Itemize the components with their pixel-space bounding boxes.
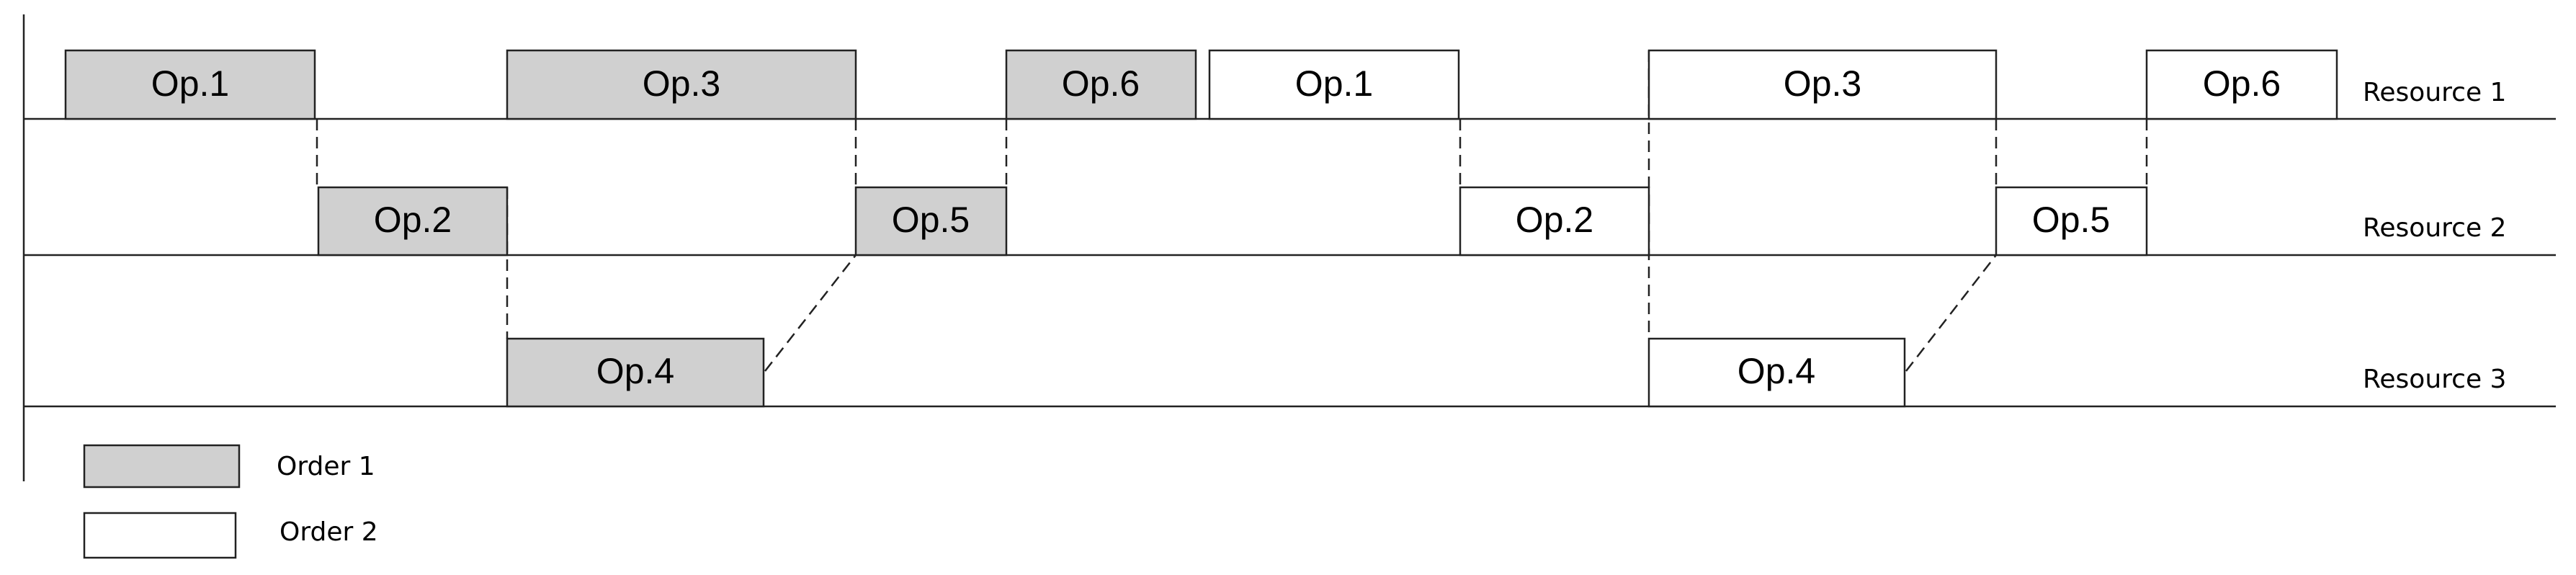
dependency-line [1905, 254, 1997, 372]
op-box-order2-op4: Op.4 [1647, 337, 1906, 408]
op-label: Op.1 [151, 63, 229, 104]
op-box-order1-op6: Op.6 [1005, 49, 1197, 120]
op-label: Op.3 [643, 63, 720, 104]
op-box-rect [506, 49, 857, 120]
legend: Order 1 Order 2 [83, 444, 378, 559]
legend-item-order-1: Order 1 [83, 444, 375, 489]
op-box-rect [1005, 49, 1197, 120]
op-label: Op.6 [1062, 63, 1140, 104]
op-label: Op.3 [1784, 63, 1861, 104]
op-box-order2-op3: Op.3 [1647, 49, 1998, 120]
op-box-order1-op1: Op.1 [64, 49, 316, 120]
dependency-line [764, 254, 857, 372]
op-box-order1-op3: Op.3 [506, 49, 857, 120]
op-box-rect [854, 186, 1008, 257]
legend-swatch-order-1 [83, 444, 241, 489]
op-box-order2-op2: Op.2 [1459, 186, 1650, 257]
op-label: Op.4 [1738, 351, 1815, 391]
op-label: Op.5 [2032, 200, 2110, 240]
op-label: Op.5 [892, 200, 970, 240]
op-box-rect [1995, 186, 2148, 257]
op-box-order1-op2: Op.2 [317, 186, 509, 257]
op-box-rect [317, 186, 509, 257]
op-box-order2-op1: Op.1 [1208, 49, 1460, 120]
op-box-rect [1647, 49, 1998, 120]
operation-boxes: Op.1 Op.2 Op.3 Op.4 Op.5 Op.6 Op.1 Op. [64, 49, 2338, 408]
legend-label-order-1: Order 1 [277, 452, 375, 481]
legend-item-order-2: Order 2 [83, 512, 378, 559]
op-box-rect [1647, 337, 1906, 408]
op-box-rect [2145, 49, 2338, 120]
op-box-order2-op5: Op.5 [1995, 186, 2148, 257]
resource-1-label: Resource 1 [2363, 78, 2506, 107]
op-box-order1-op5: Op.5 [854, 186, 1008, 257]
legend-label-order-2: Order 2 [279, 517, 378, 547]
legend-swatch-order-2 [83, 512, 237, 559]
op-label: Op.2 [1516, 200, 1593, 240]
op-box-rect [506, 337, 765, 408]
op-label: Op.2 [374, 200, 452, 240]
op-box-rect [1208, 49, 1460, 120]
op-label: Op.6 [2203, 63, 2281, 104]
op-label: Op.1 [1295, 63, 1373, 104]
op-box-rect [64, 49, 316, 120]
op-box-rect [1459, 186, 1650, 257]
resource-2-label: Resource 2 [2363, 213, 2506, 243]
op-box-order2-op6: Op.6 [2145, 49, 2338, 120]
resource-3-label: Resource 3 [2363, 365, 2506, 394]
op-label: Op.4 [596, 351, 674, 391]
op-box-order1-op4: Op.4 [506, 337, 765, 408]
